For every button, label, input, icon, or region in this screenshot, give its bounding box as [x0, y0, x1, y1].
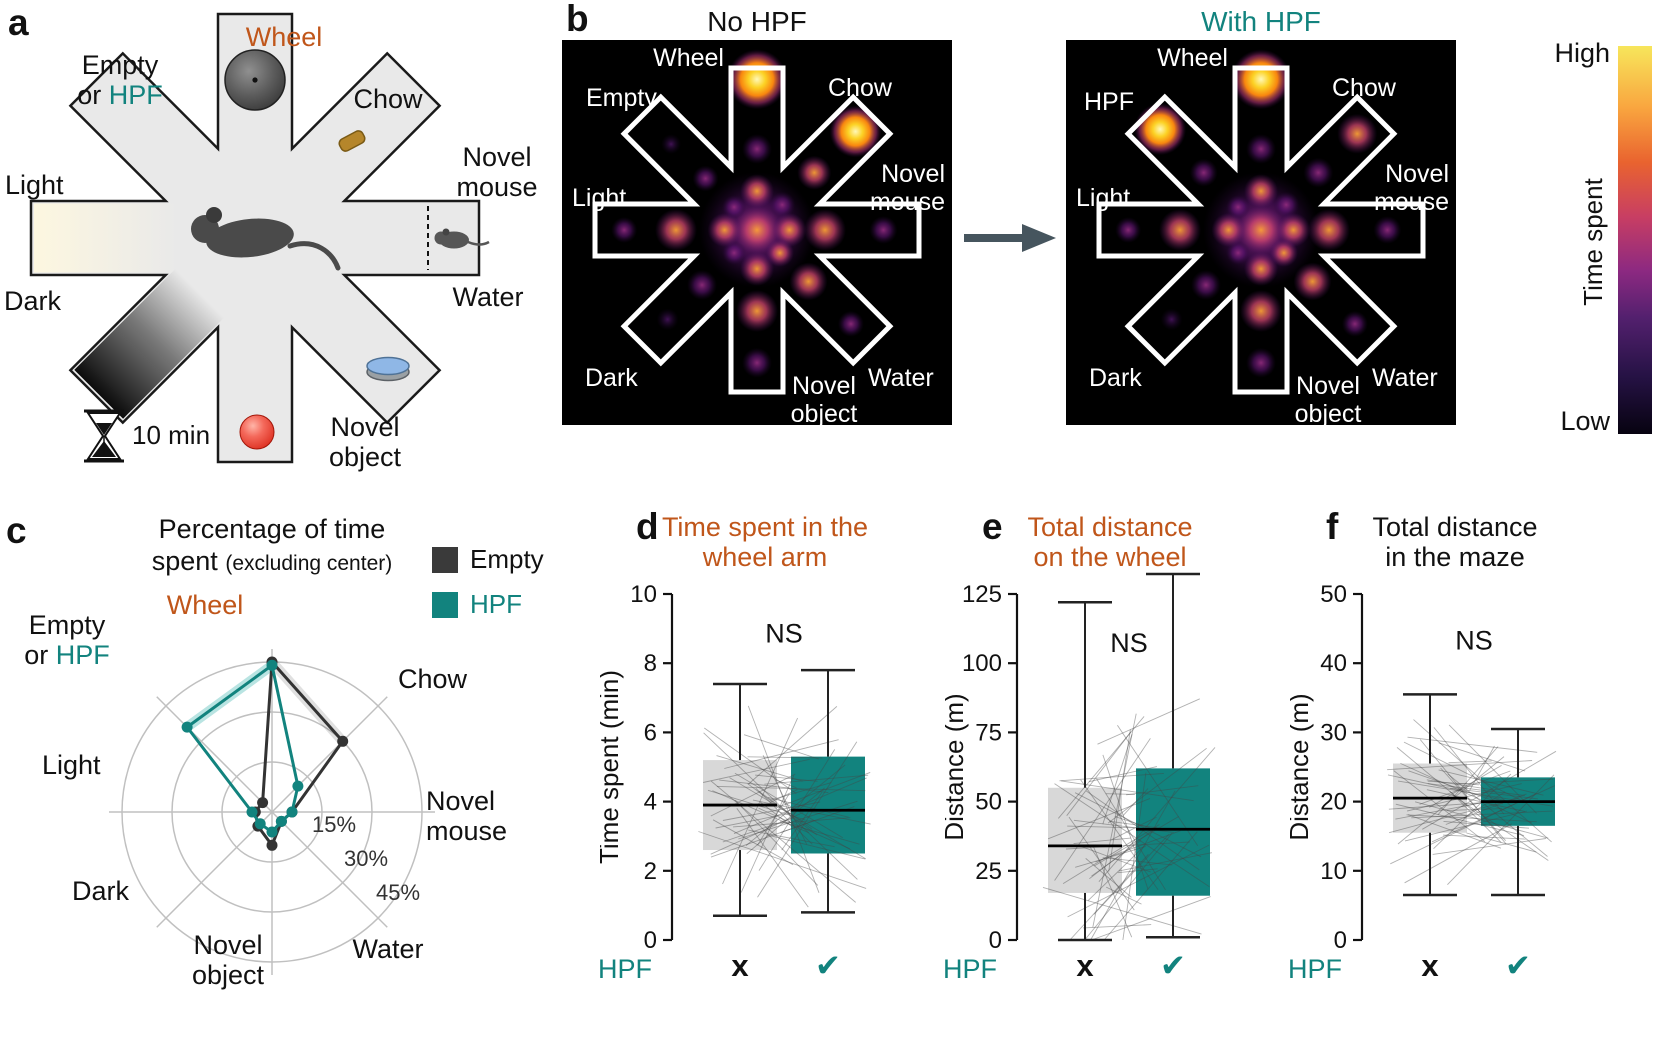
legend-swatch-hpf — [432, 591, 458, 618]
panel-letter-f: f — [1326, 506, 1339, 547]
svg-text:NS: NS — [1110, 628, 1148, 658]
panel-letter-c: c — [6, 510, 27, 551]
svg-text:2: 2 — [644, 858, 657, 885]
svg-text:6: 6 — [644, 719, 657, 746]
boxplot-d-yes-mark: ✔ — [815, 948, 841, 983]
radar-label-light: Light — [42, 750, 101, 780]
legend-row-empty: Empty — [432, 544, 544, 575]
svg-text:10: 10 — [1320, 858, 1347, 885]
radar-ring-label-15: 15% — [312, 812, 357, 837]
svg-text:Time spent (min): Time spent (min) — [600, 670, 624, 864]
boxplot-f-no-mark: x — [1421, 948, 1439, 983]
boxplot-f-hpf-label: HPF — [1288, 954, 1342, 984]
hm2-label-light: Light — [1076, 184, 1131, 212]
svg-text:50: 50 — [1320, 581, 1347, 608]
svg-text:Distance (m): Distance (m) — [1290, 693, 1314, 840]
svg-text:50: 50 — [975, 789, 1002, 816]
radar-title-line1: Percentage of time — [158, 514, 386, 544]
svg-text:100: 100 — [962, 650, 1002, 677]
panel-letter-e: e — [982, 506, 1003, 547]
hm2-label-chow: Chow — [1332, 74, 1396, 102]
legend-swatch-empty — [432, 546, 458, 573]
hm2-label-dark: Dark — [1089, 364, 1142, 392]
hm1-label-light: Light — [572, 184, 627, 212]
maze-label-water: Water — [452, 282, 524, 312]
svg-text:0: 0 — [1334, 927, 1347, 954]
boxplot-e-yes-mark: ✔ — [1160, 948, 1186, 983]
radar-legend: Empty HPF — [432, 544, 544, 634]
radar-ring-label-45: 45% — [376, 880, 421, 905]
svg-text:NS: NS — [765, 618, 803, 648]
hm1-label-dark: Dark — [585, 364, 638, 392]
maze-label-chow: Chow — [353, 84, 423, 114]
colorbar-axis-label: Time spent — [1578, 178, 1608, 306]
svg-text:4: 4 — [644, 789, 657, 816]
maze-label-dark: Dark — [4, 286, 62, 316]
maze-timer-label: 10 min — [132, 420, 211, 450]
svg-text:20: 20 — [1320, 789, 1347, 816]
hm2-label-water: Water — [1372, 364, 1438, 392]
svg-text:30: 30 — [1320, 719, 1347, 746]
svg-text:10: 10 — [630, 581, 657, 608]
maze-schematic — [29, 12, 490, 464]
radar-label-dark: Dark — [72, 876, 130, 906]
svg-text:25: 25 — [975, 858, 1002, 885]
hm2-label-wheel: Wheel — [1157, 44, 1228, 72]
heatmap2-title: With HPF — [1201, 6, 1321, 37]
boxplot-d-hpf-label: HPF — [598, 954, 652, 984]
boxplot-e-no-mark: x — [1076, 948, 1094, 983]
colorbar — [1618, 46, 1652, 434]
hm1-label-empty: Empty — [586, 84, 657, 112]
panel-letter-a: a — [8, 2, 29, 43]
svg-text:NS: NS — [1455, 625, 1493, 655]
svg-text:75: 75 — [975, 719, 1002, 746]
hm1-label-wheel: Wheel — [653, 44, 724, 72]
hm2-label-hpf: HPF — [1084, 88, 1134, 116]
radar-chart — [109, 649, 435, 975]
colorbar-low-label: Low — [1560, 406, 1610, 436]
maze-label-light: Light — [5, 170, 64, 200]
svg-text:0: 0 — [989, 927, 1002, 954]
radar-title-line2: spent (excluding center) — [151, 546, 393, 576]
radar-ring-label-30: 30% — [344, 846, 389, 871]
svg-text:125: 125 — [962, 581, 1002, 608]
svg-text:8: 8 — [644, 650, 657, 677]
heatmap-no-hpf — [562, 40, 952, 425]
radar-label-wheel: Wheel — [166, 590, 244, 620]
hm1-label-chow: Chow — [828, 74, 892, 102]
boxplot-e-hpf-label: HPF — [943, 954, 997, 984]
svg-text:Distance (m): Distance (m) — [945, 693, 969, 840]
hm1-label-water: Water — [868, 364, 934, 392]
svg-text:0: 0 — [644, 927, 657, 954]
radar-label-chow: Chow — [398, 664, 468, 694]
panel-letter-b: b — [566, 0, 589, 39]
arrow-icon — [964, 224, 1056, 252]
heatmap1-title: No HPF — [707, 6, 807, 37]
svg-text:40: 40 — [1320, 650, 1347, 677]
boxplot-d-no-mark: x — [731, 948, 749, 983]
heatmap-with-hpf — [1066, 40, 1456, 425]
boxplot-f-yes-mark: ✔ — [1505, 948, 1531, 983]
panel-letter-d: d — [636, 506, 659, 547]
maze-label-wheel: Wheel — [245, 22, 323, 52]
colorbar-high-label: High — [1554, 38, 1610, 68]
legend-row-hpf: HPF — [432, 589, 544, 620]
radar-label-water: Water — [352, 934, 424, 964]
